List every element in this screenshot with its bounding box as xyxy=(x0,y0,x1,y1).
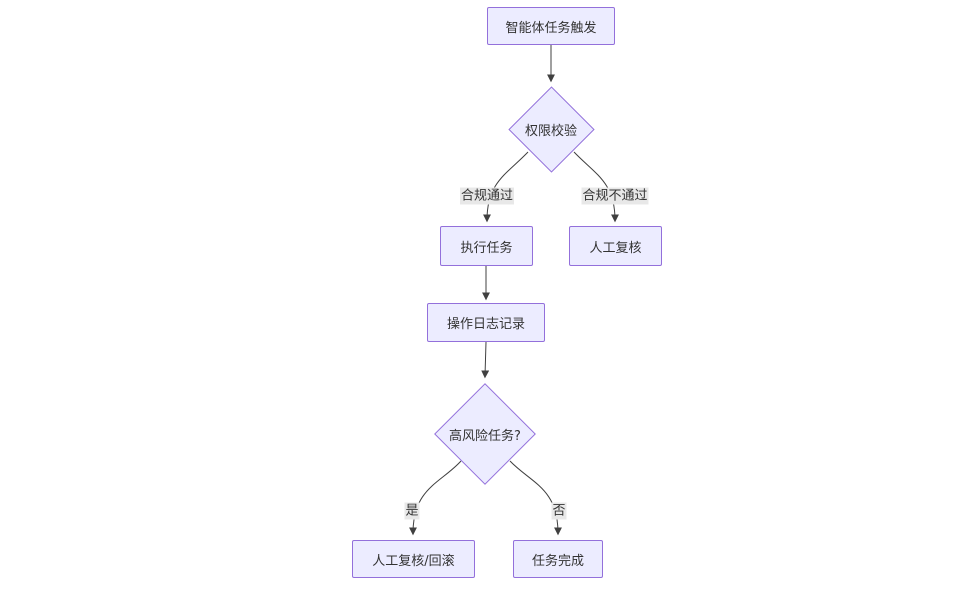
edge-label-compliance-fail: 合规不通过 xyxy=(581,187,649,205)
node-operation-log: 操作日志记录 xyxy=(427,303,545,342)
edge-label-yes: 是 xyxy=(404,502,420,520)
node-permission-check: 权限校验 xyxy=(507,85,595,173)
edge-label-no: 否 xyxy=(551,502,567,520)
edge-label-compliance-pass: 合规通过 xyxy=(459,187,515,205)
node-agent-task-trigger: 智能体任务触发 xyxy=(487,7,615,45)
edge-high-risk-to-task-done xyxy=(509,460,562,536)
edge-auth-check-to-execute xyxy=(483,151,529,223)
node-manual-review-rollback: 人工复核/回滚 xyxy=(352,540,475,578)
edge-high-risk-to-review-rollback xyxy=(409,460,462,536)
diamond-label: 高风险任务? xyxy=(449,428,521,444)
edge-op-log-to-high-risk xyxy=(481,341,490,379)
edge-auth-check-to-manual-review xyxy=(573,151,619,223)
diamond-label: 权限校验 xyxy=(524,123,577,139)
node-high-risk-check: 高风险任务? xyxy=(434,383,536,485)
node-manual-review: 人工复核 xyxy=(569,226,662,266)
node-execute-task: 执行任务 xyxy=(440,226,533,266)
node-task-complete: 任务完成 xyxy=(513,540,603,578)
